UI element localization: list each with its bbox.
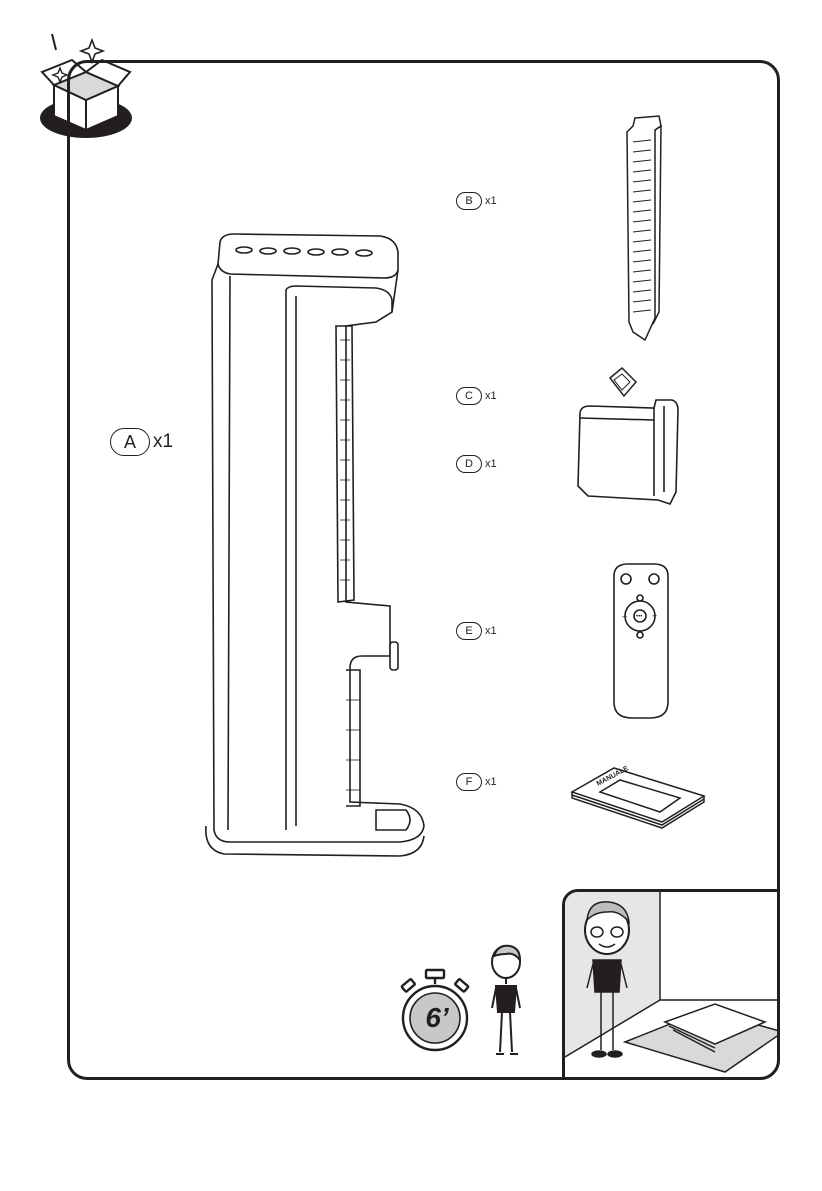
manual-drawing: MANUALE	[570, 764, 706, 828]
svg-text:–: –	[622, 611, 627, 621]
part-b-label: B x1	[456, 192, 497, 210]
part-letter: A	[110, 428, 150, 456]
part-f-label: F x1	[456, 773, 497, 791]
svg-text:+: +	[652, 611, 657, 621]
read-manual-illustration	[562, 889, 780, 1080]
svg-text:•••: •••	[636, 614, 642, 620]
part-quantity: x1	[485, 625, 497, 637]
part-quantity: x1	[485, 390, 497, 402]
part-quantity: x1	[153, 431, 173, 453]
filter-panel-drawing	[615, 112, 671, 352]
part-quantity: x1	[485, 776, 497, 788]
part-letter: F	[456, 773, 482, 791]
part-letter: B	[456, 192, 482, 210]
part-c-label: C x1	[456, 387, 497, 405]
stopwatch-icon: 6’	[398, 968, 472, 1054]
ice-pack-drawing	[606, 366, 640, 400]
part-e-label: E x1	[456, 622, 497, 640]
part-quantity: x1	[485, 195, 497, 207]
tower-cooler-drawing	[200, 230, 430, 860]
remote-control-drawing: ••• – +	[610, 562, 672, 720]
timer-value: 6’	[420, 1002, 454, 1034]
part-a-label: A x1	[110, 428, 173, 456]
part-letter: D	[456, 455, 482, 473]
part-d-label: D x1	[456, 455, 497, 473]
part-letter: E	[456, 622, 482, 640]
one-person-icon	[484, 944, 528, 1058]
part-letter: C	[456, 387, 482, 405]
part-quantity: x1	[485, 458, 497, 470]
water-tank-drawing	[572, 396, 682, 508]
